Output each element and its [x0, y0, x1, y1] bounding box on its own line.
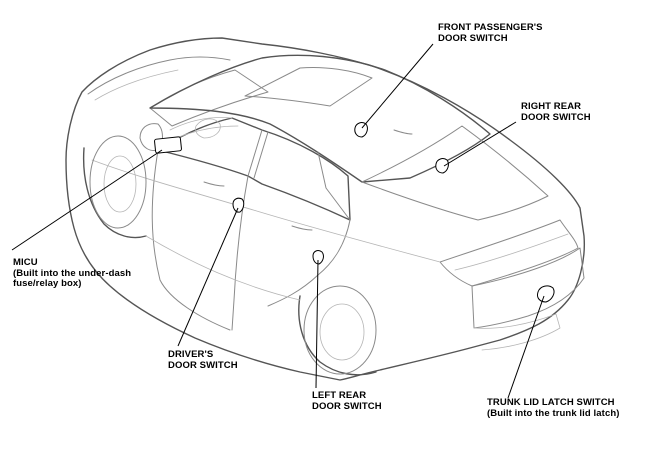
- trunk-lid-label-line1: TRUNK LID LATCH SWITCH: [487, 397, 615, 408]
- component-markers: [154, 122, 555, 303]
- front-passenger-label-line1: FRONT PASSENGER'S: [438, 22, 543, 33]
- rear-door-handle: [291, 225, 313, 231]
- b-pillar: [247, 129, 269, 179]
- right-rear-label-line1: RIGHT REAR: [521, 101, 582, 112]
- roof-outline: [149, 54, 491, 183]
- dashboard: [169, 117, 239, 139]
- right-rear-door-switch-part: [435, 158, 449, 174]
- far-front-door-handle: [393, 129, 413, 135]
- side-mirror: [139, 123, 163, 151]
- front-wheel-arch: [82, 147, 147, 239]
- trunk-lid-label-line2: (Built into the trunk lid latch): [487, 407, 620, 419]
- rear-door-line: [267, 219, 351, 307]
- trunk-lid-latch-switch-label: TRUNK LID LATCH SWITCH (Built into the t…: [487, 397, 620, 419]
- left-rear-door-switch-part: [312, 250, 324, 265]
- side-character-line: [91, 159, 441, 263]
- hood-edge: [87, 56, 231, 95]
- drivers-door-switch-label: DRIVER'S DOOR SWITCH: [168, 349, 238, 371]
- micu-label-line2: (Built into the under-dash: [13, 267, 132, 279]
- front-wheel: [89, 135, 147, 229]
- leader-lines: [11, 43, 545, 399]
- trunk-crease: [454, 233, 569, 271]
- front-door-line: [151, 149, 231, 331]
- drivers-label-line1: DRIVER'S: [168, 349, 214, 360]
- rear-window: [361, 125, 549, 221]
- rear-wheel: [303, 285, 377, 375]
- c-pillar: [317, 151, 351, 221]
- rear-wheel-arch: [298, 295, 377, 376]
- side-window-frame: [157, 117, 351, 221]
- trunk-lid-latch-switch-part: [537, 285, 555, 303]
- right-rear-door-switch-label: RIGHT REAR DOOR SWITCH: [521, 101, 591, 123]
- hood-crease: [94, 69, 179, 101]
- front-door-handle: [203, 181, 225, 187]
- leader-front-passenger: [361, 43, 434, 129]
- trunk-lid: [439, 219, 579, 287]
- front-passenger-door-switch-label: FRONT PASSENGER'S DOOR SWITCH: [438, 22, 543, 44]
- drivers-door-switch-part: [232, 197, 245, 213]
- rear-wheel-hub: [319, 303, 365, 361]
- car-illustration: [65, 37, 586, 381]
- left-rear-label-line2: DOOR SWITCH: [312, 400, 382, 412]
- rear-bumper: [473, 313, 561, 351]
- sunroof: [244, 67, 373, 107]
- car-body-outline: [65, 37, 586, 381]
- leader-micu: [11, 149, 163, 251]
- front-passenger-label-line2: DOOR SWITCH: [438, 32, 508, 44]
- rear-panel: [471, 247, 585, 329]
- door-divider: [231, 175, 249, 331]
- micu-label: MICU (Built into the under-dash fuse/rel…: [13, 257, 132, 290]
- micu-label-line1: MICU: [13, 257, 38, 268]
- leader-trunk-lid: [507, 295, 545, 399]
- left-rear-door-switch-label: LEFT REAR DOOR SWITCH: [312, 390, 382, 412]
- drivers-label-line2: DOOR SWITCH: [168, 359, 238, 371]
- leader-right-rear: [443, 121, 517, 167]
- leader-left-rear: [315, 259, 319, 389]
- micu-box: [154, 136, 182, 154]
- left-rear-label-line1: LEFT REAR: [312, 390, 367, 401]
- steering-wheel: [195, 118, 221, 139]
- rocker-panel: [145, 235, 301, 301]
- right-rear-label-line2: DOOR SWITCH: [521, 111, 591, 123]
- leader-drivers: [177, 207, 239, 347]
- front-wheel-hub: [103, 155, 137, 213]
- front-passenger-door-switch-part: [354, 122, 368, 138]
- micu-label-line3: fuse/relay box): [13, 278, 82, 289]
